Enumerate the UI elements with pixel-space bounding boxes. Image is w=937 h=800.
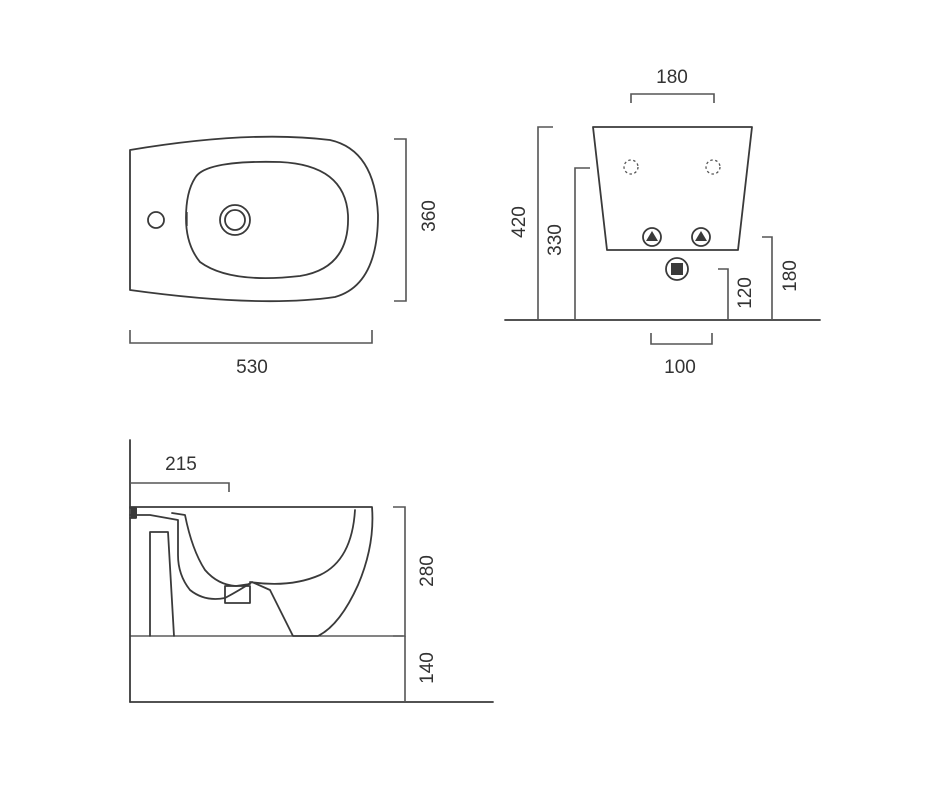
side-view-bowl-inner bbox=[249, 509, 356, 585]
waste-spacing-line bbox=[650, 333, 713, 345]
waste-outlet-icon bbox=[665, 257, 689, 281]
fixing-hole-left-icon bbox=[623, 159, 639, 175]
bowl-height-line bbox=[393, 506, 406, 637]
fixing-offset-line bbox=[130, 482, 230, 492]
floor-clearance-label: 140 bbox=[417, 652, 438, 684]
fixing-distance-line bbox=[630, 93, 715, 103]
drain-inner-icon bbox=[224, 209, 246, 231]
fixing-height-line bbox=[574, 167, 590, 320]
tap-hole-icon bbox=[147, 211, 165, 229]
top-view-bowl bbox=[185, 160, 349, 280]
side-view-channel bbox=[171, 512, 251, 587]
top-view: 360 530 bbox=[129, 135, 440, 378]
bowl-height-label: 280 bbox=[417, 555, 438, 587]
inlet-left-icon bbox=[642, 227, 662, 247]
depth-dimension-line bbox=[394, 138, 407, 302]
side-view: 215 280 140 bbox=[129, 439, 494, 703]
inlet-height-label: 180 bbox=[780, 260, 801, 292]
front-view: 180 420 330 120 180 100 bbox=[504, 67, 821, 378]
fixing-height-label: 330 bbox=[545, 224, 566, 256]
inlet-right-icon bbox=[691, 227, 711, 247]
waste-height-label: 120 bbox=[735, 277, 756, 309]
total-height-label: 420 bbox=[509, 206, 530, 238]
waste-spigot bbox=[224, 585, 251, 604]
fixing-offset-label: 215 bbox=[165, 454, 197, 475]
depth-dimension-label: 360 bbox=[419, 200, 440, 232]
fixing-bolt-head bbox=[131, 508, 137, 518]
width-dimension-line bbox=[129, 330, 373, 344]
inlet-height-line bbox=[762, 236, 773, 320]
fixing-bracket bbox=[149, 531, 175, 637]
front-view-outline bbox=[592, 126, 753, 251]
drain-outer-icon bbox=[219, 204, 251, 236]
total-height-line bbox=[537, 126, 553, 320]
fixing-hole-right-icon bbox=[705, 159, 721, 175]
side-view-body bbox=[129, 506, 374, 637]
waste-height-line bbox=[718, 268, 729, 320]
fixing-distance-label: 180 bbox=[656, 67, 688, 88]
waste-spacing-label: 100 bbox=[664, 357, 696, 378]
top-view-outline bbox=[129, 135, 379, 303]
width-dimension-label: 530 bbox=[236, 357, 268, 378]
